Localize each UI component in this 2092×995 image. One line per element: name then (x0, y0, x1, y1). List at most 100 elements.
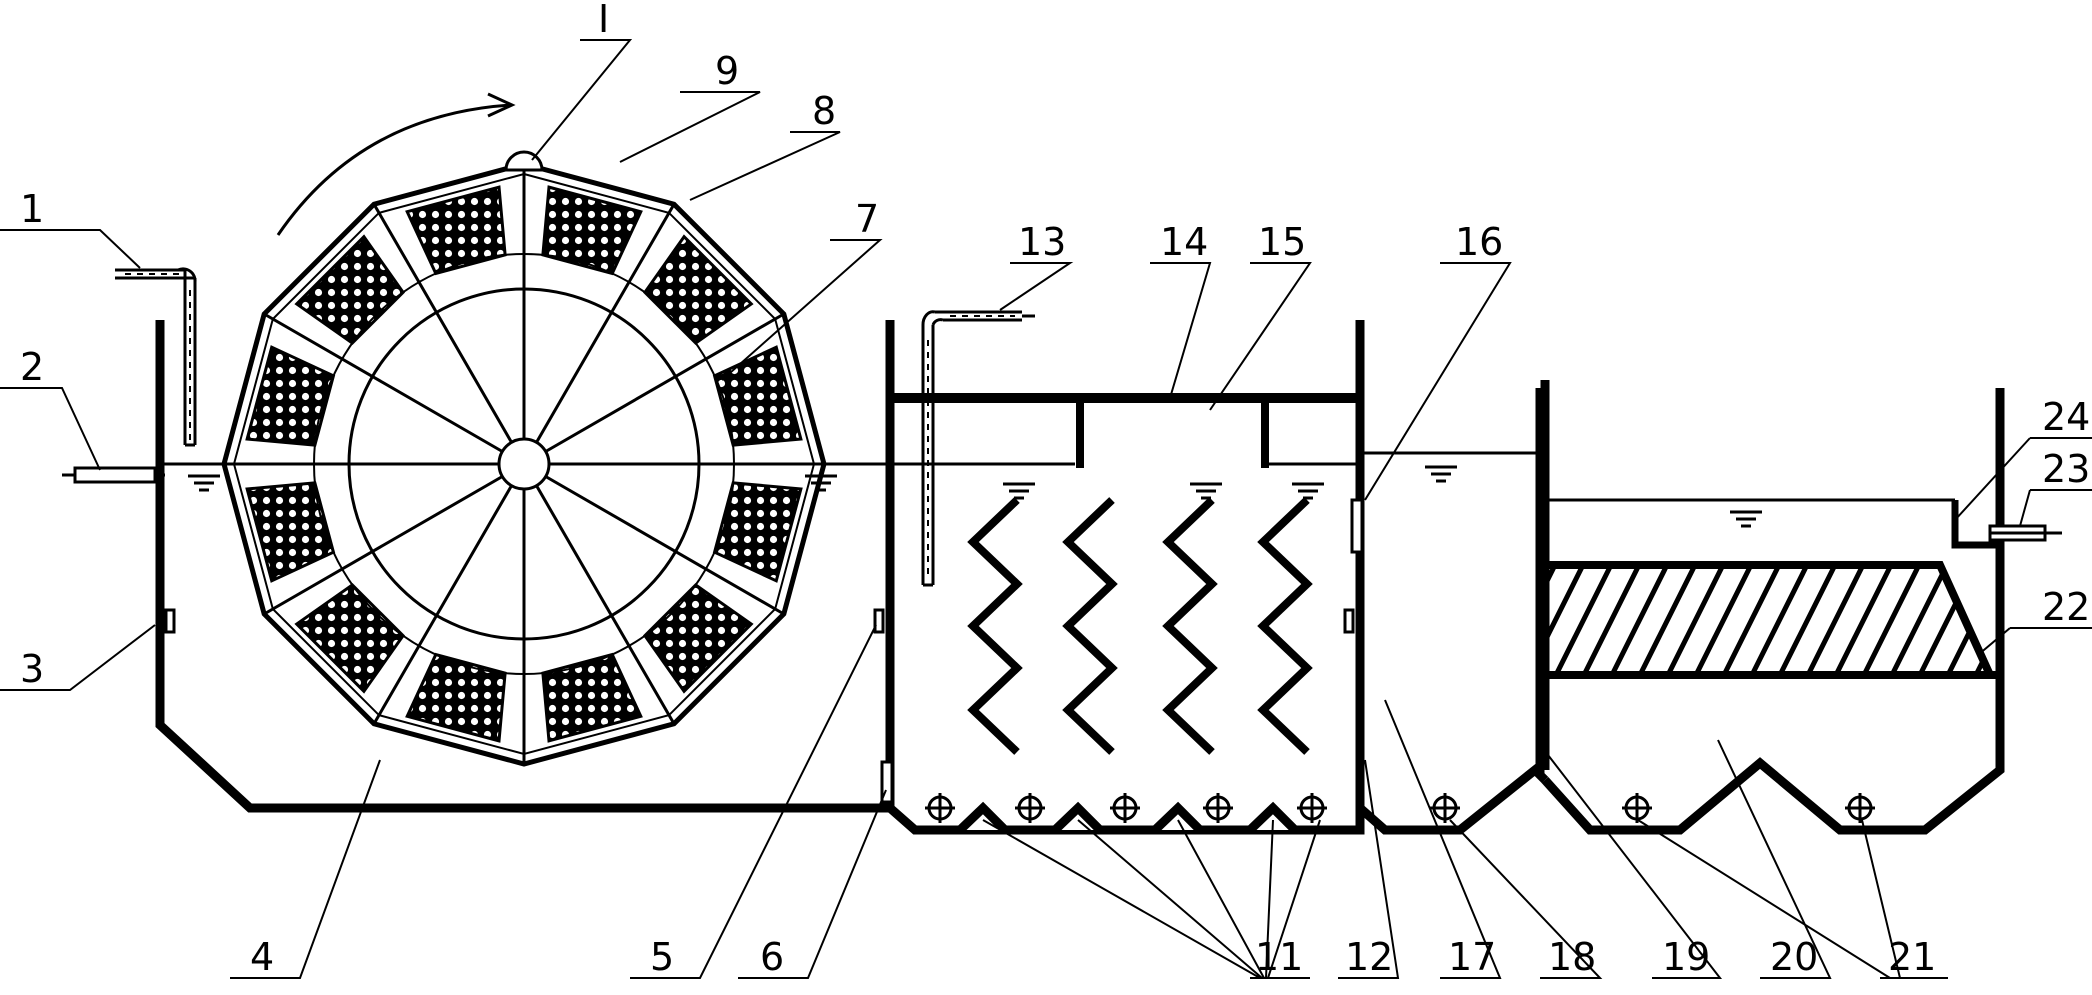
wheel-media-segment (405, 652, 507, 743)
zigzag-packing (1062, 497, 1118, 755)
rotating-wheel (221, 161, 827, 767)
outlet-pipe-23 (1988, 524, 2062, 542)
tank-3-wall (1357, 380, 1550, 835)
label-21: 21 (1888, 935, 1936, 979)
water-level-symbol-tank-3 (1425, 465, 1457, 483)
tank-2-bottom-notches (956, 801, 1299, 834)
zigzag-packing-group (967, 497, 1313, 755)
tank-2-wall (887, 320, 1365, 835)
label-16: 16 (1455, 220, 1503, 264)
label-18: 18 (1548, 935, 1596, 979)
filter-hatch-line (1861, 567, 1922, 675)
zigzag-packing (967, 497, 1023, 755)
aerator-disc (1203, 793, 1233, 823)
label-22: 22 (2042, 585, 2090, 629)
aerator-disc (925, 793, 955, 823)
wheel-spoke (544, 475, 785, 616)
label-17: 17 (1448, 935, 1496, 979)
tank-3-outlet-16 (1350, 498, 1364, 554)
filter-hatch-line (1693, 567, 1754, 675)
label-5: 5 (650, 935, 674, 979)
wheel-spoke (263, 475, 504, 616)
wheel-spoke (372, 484, 513, 725)
aerator-disc (1110, 793, 1140, 823)
wheel-spoke (372, 203, 513, 444)
wheel-media-segment (642, 582, 754, 694)
wheel-media-segment (294, 234, 406, 346)
wheel-media-segment (245, 345, 336, 447)
wheel-media-segment (712, 481, 803, 583)
filter-hatch-line (1553, 567, 1614, 675)
label-2: 2 (20, 345, 44, 389)
wheel-media-segment (294, 582, 406, 694)
water-level-symbol-tank-4 (1730, 510, 1762, 528)
tank-1-wall-bracket-right (873, 608, 885, 634)
pipe-13 (921, 310, 1035, 587)
collector-box-14 (1076, 400, 1269, 468)
pipe-2 (62, 466, 165, 484)
wheel-hub (497, 437, 551, 491)
aerator-disc (1297, 793, 1327, 823)
label-1: 1 (20, 187, 44, 231)
aerator-group (925, 793, 1875, 823)
label-3: 3 (20, 647, 44, 691)
filter-hatch-line (1609, 567, 1670, 675)
wheel-media-segment (541, 652, 643, 743)
label-13: 13 (1018, 220, 1066, 264)
label-8: 8 (812, 89, 836, 133)
aerator-disc (1430, 793, 1460, 823)
label-6: 6 (760, 935, 784, 979)
water-level-symbols-tank-2 (1003, 482, 1324, 500)
label-7: 7 (855, 197, 879, 241)
callout-leaders (0, 39, 2092, 979)
filter-hatch-line (1777, 567, 1838, 675)
filter-hatch-line (1721, 567, 1782, 675)
wheel-media-segment (712, 345, 803, 447)
filter-hatch-line (1581, 567, 1642, 675)
detail-I-marker (504, 150, 544, 172)
inlet-pipe-1 (115, 267, 197, 447)
filter-media-22 (1545, 561, 2000, 679)
filter-hatch-line (1545, 567, 1586, 675)
rotation-arrow (276, 92, 516, 236)
wheel-media-segment (405, 185, 507, 276)
callout-labels: 1 2 3 4 5 6 7 8 9 I 11 12 13 14 15 16 17… (20, 0, 2090, 979)
label-I: I (598, 0, 609, 41)
tank-2-top-frame (890, 393, 1360, 403)
tank-1-wall-bracket-left (164, 608, 176, 634)
filter-hatch-line (1749, 567, 1810, 675)
overflow-weir-24 (1951, 500, 2000, 549)
baffle-19 (1537, 703, 1550, 749)
wheel-spoke (535, 203, 676, 444)
label-15: 15 (1258, 220, 1306, 264)
wheel-media-segment (642, 234, 754, 346)
tank-4-wall (1541, 388, 2005, 835)
label-9: 9 (715, 49, 739, 93)
filter-hatch-line (1833, 567, 1894, 675)
label-12: 12 (1345, 935, 1393, 979)
filter-hatch-line (1805, 567, 1866, 675)
zigzag-packing (1257, 497, 1313, 755)
tank-1-outlet-gap (880, 760, 894, 804)
tank-2-wall-bracket (1343, 608, 1355, 634)
aerator-disc (1845, 793, 1875, 823)
wheel-spoke (544, 312, 785, 453)
filter-hatch-line (1889, 567, 1950, 675)
label-24: 24 (2042, 395, 2090, 439)
filter-hatch-line (1945, 567, 1988, 675)
filter-hatch-line (1637, 567, 1698, 675)
filter-hatch-line (1545, 567, 1558, 675)
zigzag-packing (1162, 497, 1218, 755)
label-19: 19 (1662, 935, 1710, 979)
label-20: 20 (1770, 935, 1818, 979)
tank-1-wall (155, 320, 895, 813)
wheel-spoke (535, 484, 676, 725)
label-14: 14 (1160, 220, 1208, 264)
wheel-media-segment (541, 185, 643, 276)
wheel-media-segment (245, 481, 336, 583)
aerator-disc (1622, 793, 1652, 823)
label-4: 4 (250, 935, 274, 979)
aerator-disc (1015, 793, 1045, 823)
